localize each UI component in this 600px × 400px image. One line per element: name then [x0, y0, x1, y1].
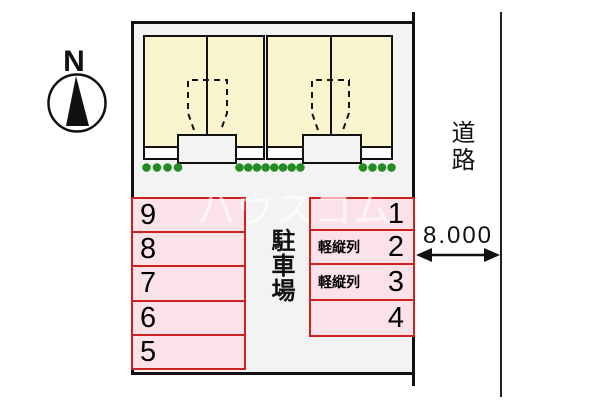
- dimension-arrow: [416, 248, 500, 262]
- parking-space-number: 1: [387, 197, 404, 230]
- parking-space-number: 3: [387, 265, 404, 298]
- building-left-unit-divider: [206, 37, 208, 134]
- road-label: 道路: [447, 120, 474, 174]
- parking-space-6: 6: [131, 300, 246, 336]
- parking-space-1: 1: [309, 197, 415, 231]
- parking-space-4: 4: [309, 299, 415, 337]
- parking-space-7: 7: [131, 265, 246, 302]
- north-compass: N: [47, 45, 107, 133]
- parking-space-8: 8: [131, 231, 246, 267]
- parking-space-number: 2: [387, 230, 404, 263]
- parking-space-2: 軽縦列 2: [309, 229, 415, 265]
- parking-space-number: 4: [387, 301, 404, 334]
- compass-needle-icon: [66, 76, 89, 126]
- kei-tandem-label: 軽縦列: [318, 274, 360, 290]
- building-left-entrance-porch: [177, 134, 237, 164]
- parking-space-3: 軽縦列 3: [309, 263, 415, 301]
- north-label: N: [63, 45, 85, 78]
- parking-space-9: 9: [131, 197, 246, 233]
- parking-space-number: 8: [140, 232, 157, 265]
- parking-space-5: 5: [131, 334, 246, 370]
- parking-space-number: 5: [140, 335, 157, 368]
- kei-tandem-label: 軽縦列: [318, 239, 360, 255]
- building-right-unit-divider: [330, 37, 332, 134]
- parking-space-number: 7: [140, 267, 157, 299]
- road-edge-line: [500, 12, 502, 397]
- parking-space-number: 6: [140, 301, 157, 334]
- parking-area-label: 駐車場: [267, 228, 294, 303]
- parking-space-number: 9: [140, 198, 157, 231]
- building-right-entrance-porch: [302, 134, 362, 164]
- compass-circle: [47, 73, 107, 133]
- dimension-value: 8.000: [422, 222, 494, 249]
